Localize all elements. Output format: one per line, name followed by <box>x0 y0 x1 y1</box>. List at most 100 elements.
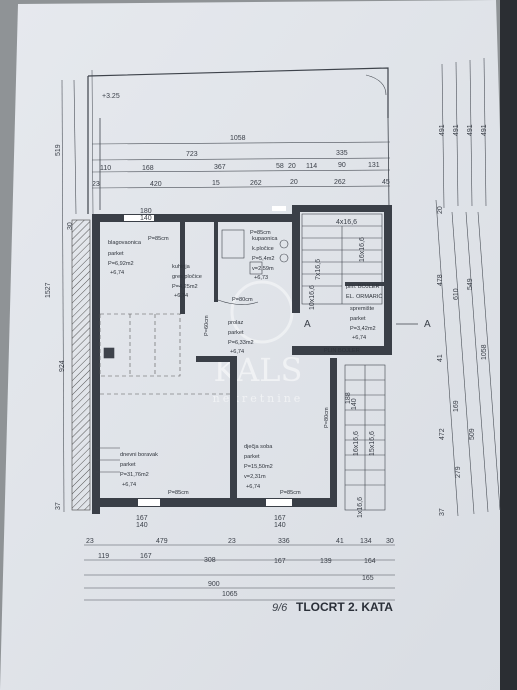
room-spremiste: spremište parket P=3,42m2 +6,74 <box>350 306 376 341</box>
svg-text:114: 114 <box>306 163 317 170</box>
svg-text:P=85cm: P=85cm <box>148 236 169 242</box>
svg-text:335: 335 <box>336 150 348 157</box>
svg-text:23: 23 <box>86 538 94 545</box>
svg-text:262: 262 <box>334 179 346 186</box>
svg-text:15x16,6: 15x16,6 <box>369 431 376 456</box>
svg-text:v=2,59m: v=2,59m <box>252 266 274 272</box>
svg-text:kuhinja: kuhinja <box>172 264 191 270</box>
svg-text:900: 900 <box>208 581 220 588</box>
svg-text:P=80cm: P=80cm <box>324 407 330 428</box>
svg-text:P=85cm: P=85cm <box>168 490 189 496</box>
svg-text:420: 420 <box>150 181 162 188</box>
svg-text:37: 37 <box>439 508 446 516</box>
svg-text:30: 30 <box>67 222 74 230</box>
svg-text:30: 30 <box>386 538 394 545</box>
svg-text:1065: 1065 <box>222 591 238 598</box>
staircase-lower <box>344 364 386 511</box>
svg-text:P=85cm: P=85cm <box>250 230 271 236</box>
svg-text:10x16,6: 10x16,6 <box>309 285 316 310</box>
svg-text:+6,74: +6,74 <box>110 270 124 276</box>
room-kuhinja: kuhinja gres pločice P=4,25m2 +6,74 <box>172 264 202 299</box>
svg-text:167: 167 <box>136 515 148 522</box>
svg-text:A: A <box>424 319 431 330</box>
svg-text:119: 119 <box>98 553 109 560</box>
door-openings: P=85cm P=85cm P=85cm P=80cm P=85cm P=80c… <box>148 230 360 496</box>
fixtures <box>96 229 289 473</box>
svg-text:parket: parket <box>350 316 366 322</box>
staircase-upper <box>301 213 383 305</box>
svg-text:336: 336 <box>278 538 290 545</box>
svg-text:P=15,50m2: P=15,50m2 <box>244 464 273 470</box>
svg-text:23: 23 <box>228 538 236 545</box>
room-prolaz: prolaz parket P=6,33m2 +6,74 <box>228 320 254 355</box>
svg-text:169: 169 <box>453 400 460 412</box>
svg-text:1527: 1527 <box>45 282 52 298</box>
svg-text:134: 134 <box>360 538 372 545</box>
svg-text:90: 90 <box>338 162 346 169</box>
svg-text:1058: 1058 <box>230 135 246 142</box>
section-marker-a: A A <box>304 319 431 330</box>
svg-text:P=5,4m2: P=5,4m2 <box>252 256 275 262</box>
svg-text:dnevni boravak: dnevni boravak <box>120 452 158 458</box>
svg-text:58: 58 <box>276 163 284 170</box>
svg-text:491: 491 <box>467 124 474 136</box>
plan-title: TLOCRT 2. KATA <box>296 600 393 614</box>
svg-text:A: A <box>304 319 311 330</box>
svg-text:dječja soba: dječja soba <box>244 444 273 450</box>
svg-text:37: 37 <box>55 502 62 510</box>
svg-text:168: 168 <box>142 165 154 172</box>
svg-text:110: 110 <box>100 165 111 172</box>
svg-text:parket: parket <box>120 462 136 468</box>
svg-text:+6,74: +6,74 <box>246 484 260 490</box>
svg-text:20: 20 <box>288 163 296 170</box>
left-dimensions: 519 1527 30 924 37 <box>45 144 74 510</box>
svg-text:491: 491 <box>481 124 488 136</box>
svg-text:+6,74: +6,74 <box>174 293 188 299</box>
svg-text:478: 478 <box>437 274 444 286</box>
room-bojler: plin. BOJLER EL. ORMARIĆ <box>346 284 382 300</box>
room-kupaonica: kupaonica k.pločice P=5,4m2 v=2,59m +6,7… <box>252 236 278 281</box>
room-blagovaonica: blagovaonica parket P=6,92m2 +6,74 <box>108 240 142 276</box>
svg-text:167: 167 <box>274 515 286 522</box>
handwritten-note: 9/6 <box>272 602 288 614</box>
svg-text:509: 509 <box>469 428 476 440</box>
room-dnevni-boravak: dnevni boravak parket P=31,76m2 +6,74 <box>120 452 158 488</box>
svg-text:spremište: spremište <box>350 306 374 312</box>
svg-text:parket: parket <box>108 251 124 257</box>
window-marks: 180 140 167 140 167 140 188 140 <box>136 208 358 529</box>
stair-marks: 4x16,6 16x16,6 7x16,6 10x16,6 16x16,6 15… <box>309 219 376 518</box>
svg-text:15: 15 <box>212 180 220 187</box>
svg-text:v=2,31m: v=2,31m <box>244 474 266 480</box>
svg-text:+6,74: +6,74 <box>352 335 366 341</box>
svg-text:20: 20 <box>437 206 444 214</box>
window-openings <box>124 206 292 506</box>
svg-text:P=3,42m2: P=3,42m2 <box>350 326 376 332</box>
svg-text:367: 367 <box>214 164 226 171</box>
svg-text:kupaonica: kupaonica <box>252 236 278 242</box>
svg-text:parket: parket <box>228 330 244 336</box>
svg-text:491: 491 <box>453 124 460 136</box>
svg-text:167: 167 <box>274 558 286 565</box>
svg-text:139: 139 <box>320 558 332 565</box>
svg-text:4x16,6: 4x16,6 <box>336 219 357 226</box>
page-edge <box>500 0 517 690</box>
svg-text:479: 479 <box>156 538 168 545</box>
svg-text:P=85cm: P=85cm <box>280 490 301 496</box>
svg-text:prolaz: prolaz <box>228 320 243 326</box>
svg-text:723: 723 <box>186 151 198 158</box>
svg-text:262: 262 <box>250 180 262 187</box>
svg-text:140: 140 <box>136 522 148 529</box>
svg-text:279: 279 <box>455 466 462 478</box>
level-top: +3.25 <box>102 93 120 100</box>
svg-text:gres pločice: gres pločice <box>172 274 202 280</box>
svg-text:1058: 1058 <box>481 344 488 360</box>
svg-text:P=6,33m2: P=6,33m2 <box>228 340 254 346</box>
svg-text:+6,74: +6,74 <box>122 482 136 488</box>
svg-text:519: 519 <box>55 144 62 156</box>
svg-text:P=6,92m2: P=6,92m2 <box>108 261 134 267</box>
svg-text:164: 164 <box>364 558 376 565</box>
svg-text:PLIN BOJLER: PLIN BOJLER <box>324 348 360 354</box>
